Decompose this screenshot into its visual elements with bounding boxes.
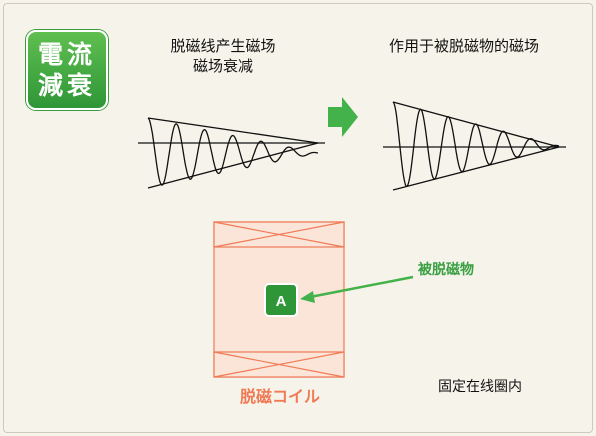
left-envelope-lower xyxy=(147,142,319,189)
left-caption-line-1: 脱磁线产生磁场 xyxy=(170,37,276,55)
left-wave-curve xyxy=(147,117,319,186)
right-wave-curve xyxy=(392,101,560,188)
left-decaying-wave xyxy=(138,117,325,189)
target-pointer-arrow xyxy=(300,275,414,303)
coil-label: 脱磁コイル xyxy=(239,387,320,406)
target-label: 被脱磁物 xyxy=(418,262,474,278)
left-envelope-upper xyxy=(147,117,319,144)
left-caption: 脱磁线产生磁场 磁场衰减 xyxy=(148,36,298,76)
fixed-in-coil-note: 固定在线圈内 xyxy=(438,379,522,395)
object-a: A xyxy=(264,283,298,317)
demagnetizing-coil xyxy=(213,221,345,378)
right-decaying-wave xyxy=(383,101,566,191)
transition-arrow xyxy=(328,97,358,137)
badge-line-2: 減衰 xyxy=(37,71,96,100)
right-caption: 作用于被脱磁物的磁场 xyxy=(388,37,539,55)
right-envelope-lower xyxy=(392,146,560,191)
object-a-letter: A xyxy=(276,293,287,310)
current-decay-badge: 電流 減衰 xyxy=(26,30,108,110)
left-caption-line-2: 磁场衰减 xyxy=(192,57,253,75)
badge-line-1: 電流 xyxy=(37,40,96,69)
